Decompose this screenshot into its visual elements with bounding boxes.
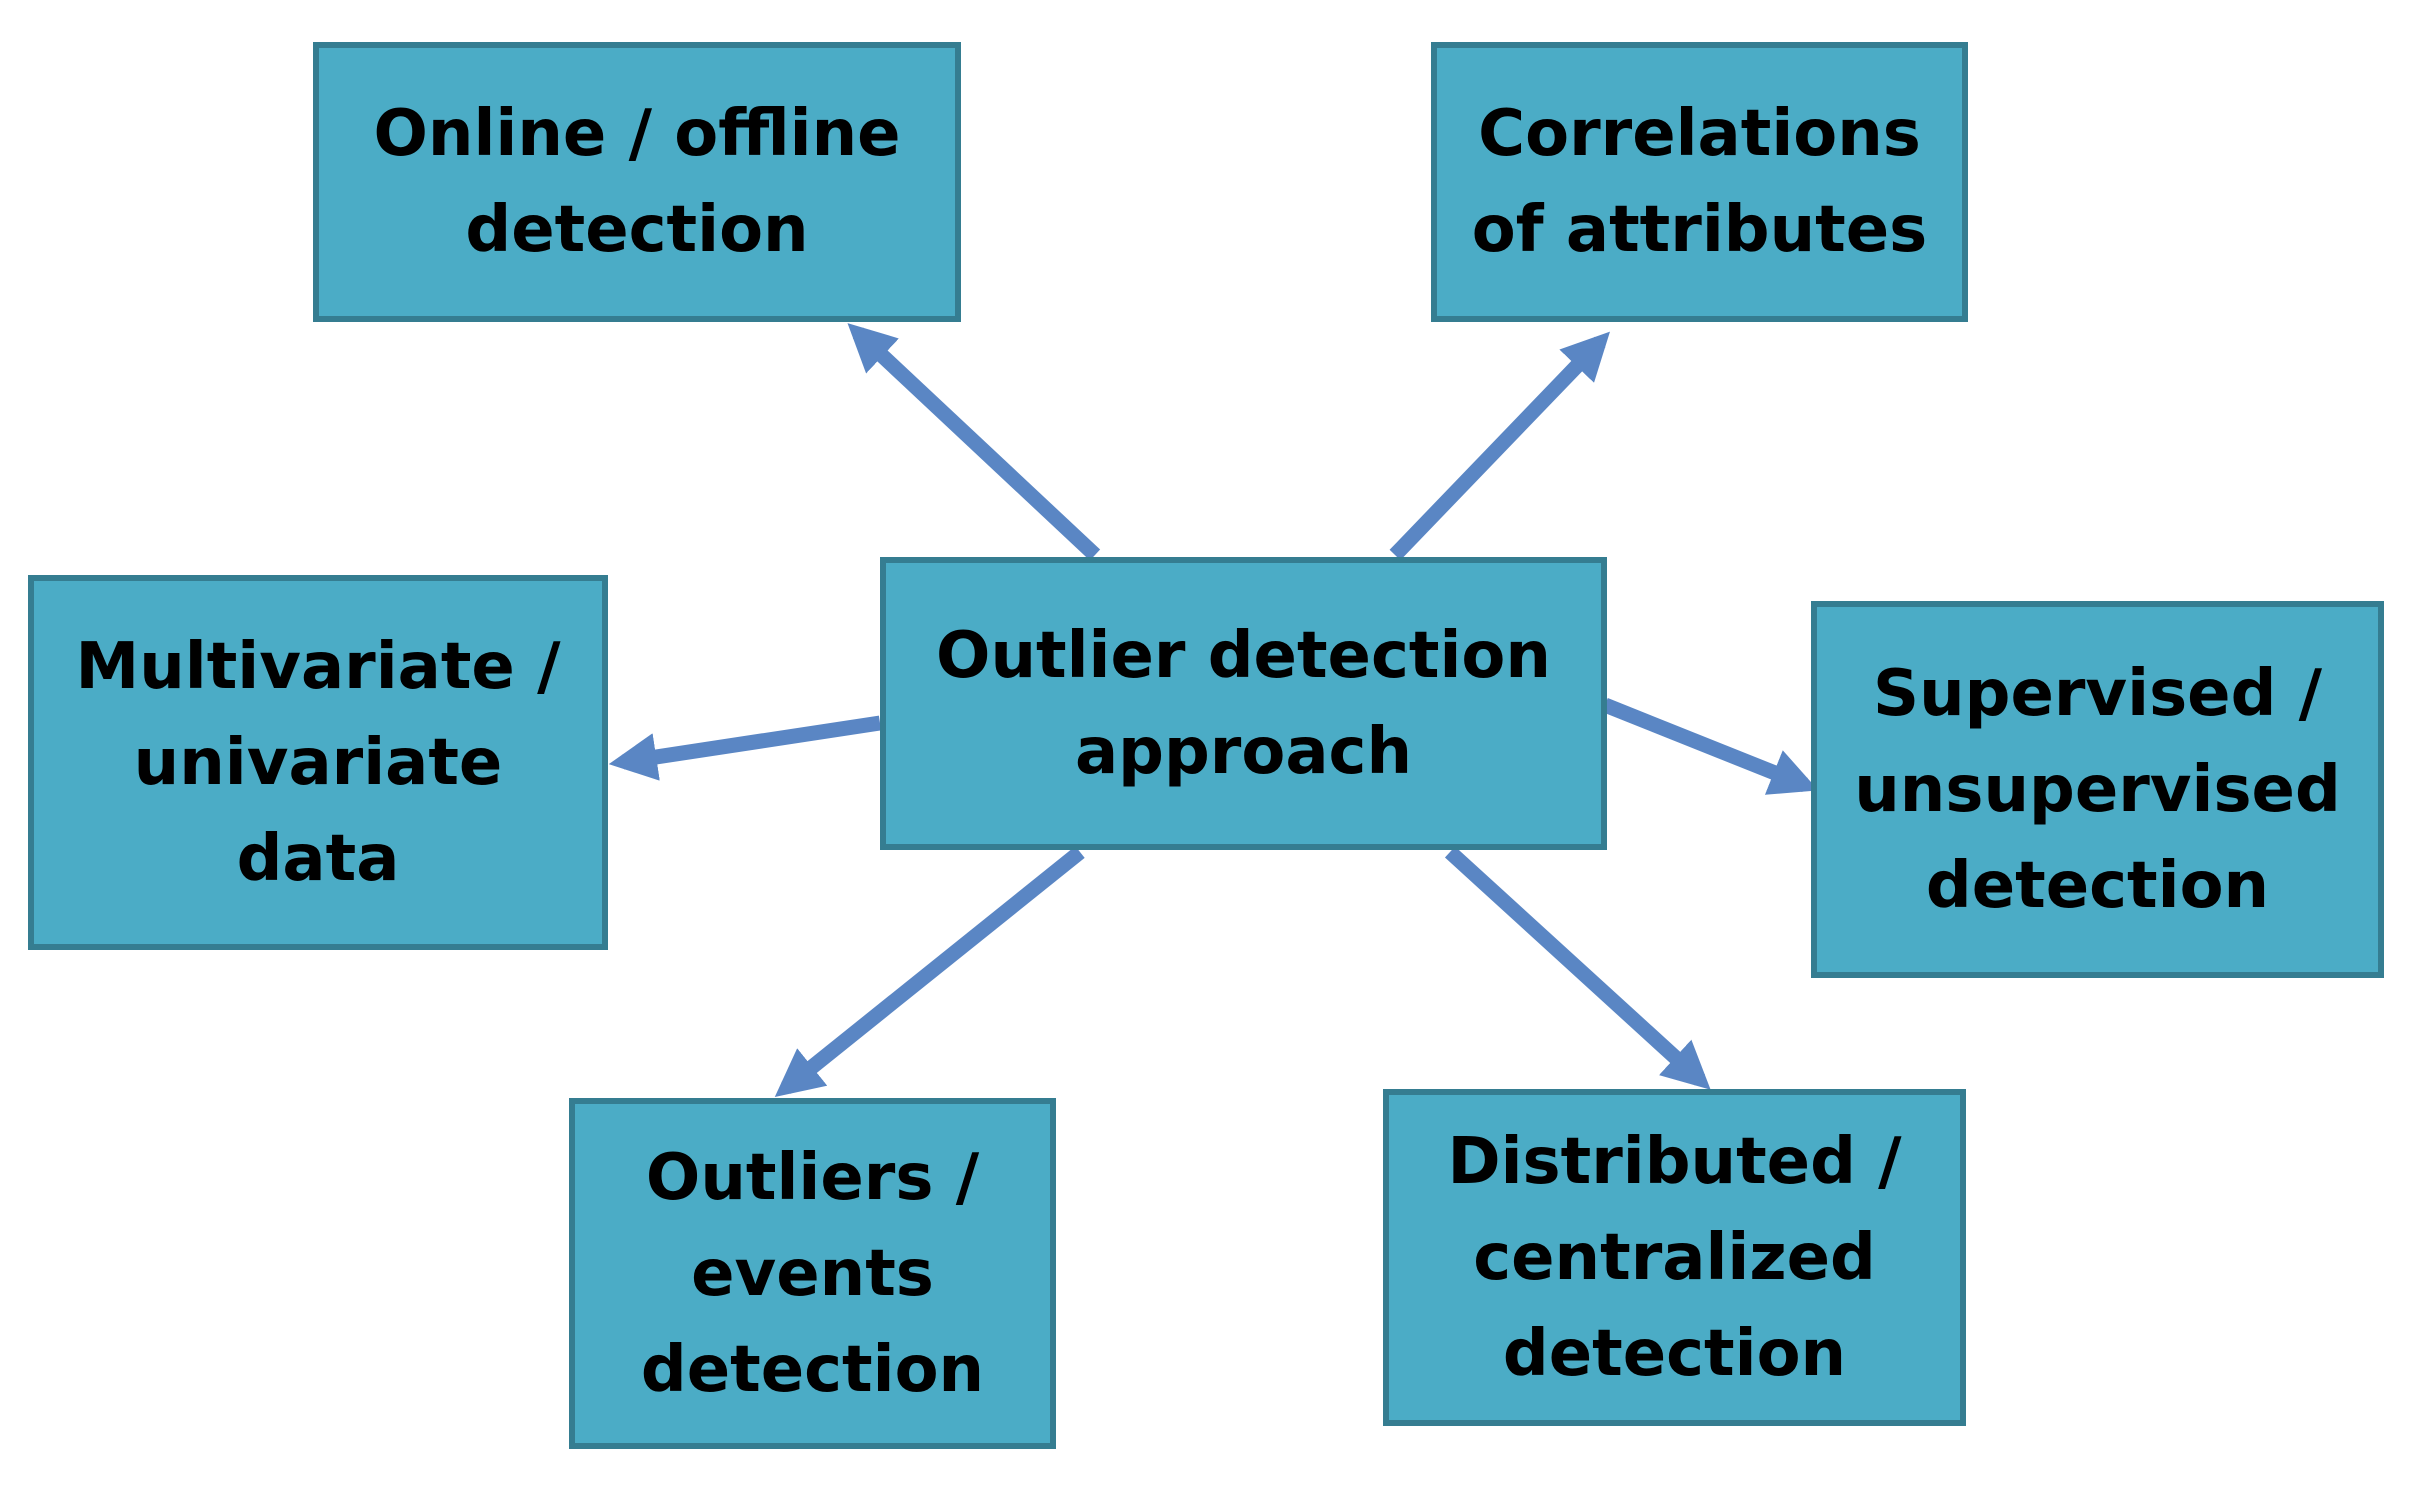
node-label: Outlier detection approach	[936, 618, 1551, 789]
arrow-to-distributed	[1444, 846, 1711, 1090]
node-label: Multivariate / univariate data	[75, 629, 561, 896]
node-label: Online / offline detection	[373, 97, 901, 267]
node-label: Distributed / centralized detection	[1447, 1124, 1902, 1391]
node-correlations-of-attributes: Correlations of attributes	[1431, 42, 1968, 322]
node-outliers-events-detection: Outliers / events detection	[569, 1098, 1056, 1449]
arrow-to-multivariate	[608, 715, 882, 781]
arrow-to-online-offline	[847, 323, 1101, 561]
node-label: Correlations of attributes	[1471, 97, 1928, 267]
arrow-to-supervised	[1602, 698, 1819, 795]
node-multivariate-univariate-data: Multivariate / univariate data	[28, 575, 608, 950]
node-supervised-unsupervised-detection: Supervised / unsupervised detection	[1811, 601, 2384, 978]
node-label: Outliers / events detection	[640, 1140, 985, 1407]
node-distributed-centralized-detection: Distributed / centralized detection	[1383, 1089, 1966, 1426]
arrow-to-correlations	[1389, 331, 1610, 561]
node-label: Supervised / unsupervised detection	[1854, 656, 2341, 923]
node-online-offline-detection: Online / offline detection	[313, 42, 961, 322]
node-outlier-detection-approach: Outlier detection approach	[880, 557, 1607, 850]
arrow-to-outliers-events	[774, 846, 1085, 1098]
